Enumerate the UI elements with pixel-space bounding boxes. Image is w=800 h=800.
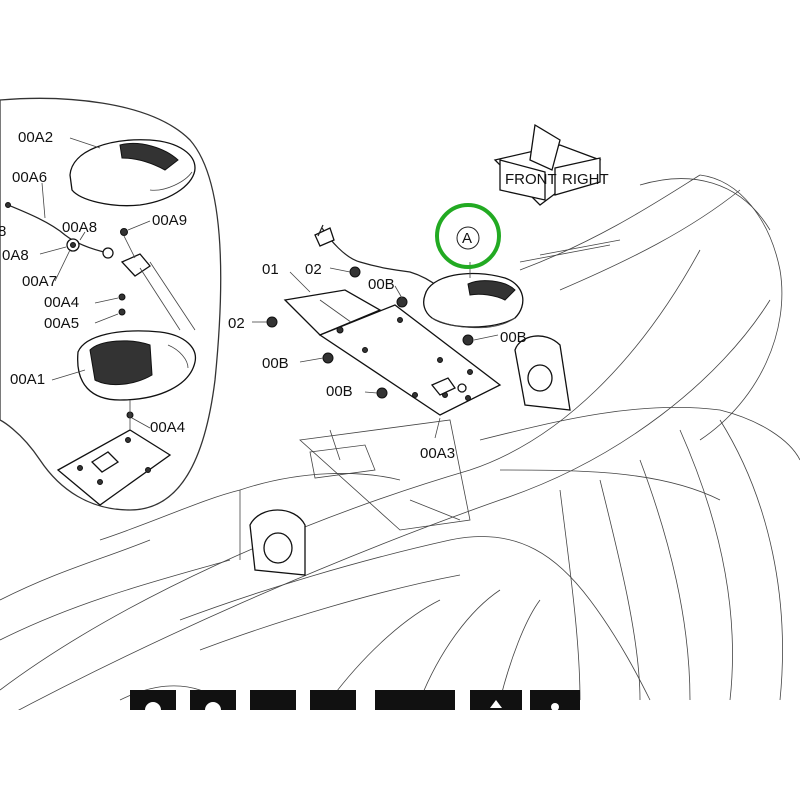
label-00a2: 00A2 [18,129,53,146]
footer-icon-strip [130,690,580,718]
label-00b-top: 00B [368,276,395,293]
direction-text-right: RIGHT [562,171,609,188]
label-00a6: 00A6 [12,169,47,186]
main-plate-assembly [266,224,524,416]
label-02-left: 02 [228,315,245,332]
label-01: 01 [262,261,279,278]
direction-marker: FRONT RIGHT [493,123,609,206]
bolt-02-left [266,316,278,328]
bolt-00b-right [462,334,474,346]
footer-icon-5 [375,690,455,710]
callout-a-letter: A [462,230,472,247]
label-00a7: 00A7 [22,273,57,290]
direction-text-front: FRONT [505,171,557,188]
label-00a1: 00A1 [10,371,45,388]
label-00a4-bottom: 00A4 [150,419,185,436]
footer-icon-7 [530,690,580,710]
label-00b-low: 00B [326,383,353,400]
footer-icon-2 [190,690,236,710]
wire-harness [321,227,441,289]
footer-icon-3 [250,690,296,710]
footer-icon-1 [130,690,176,710]
label-8: 8 [0,223,6,240]
highlight-circle [435,203,501,269]
label-00a4-top: 00A4 [44,294,79,311]
detail-view [0,97,222,511]
main-leaders [252,267,499,439]
label-02-top: 02 [305,261,322,278]
label-00b-mid: 00B [262,355,289,372]
label-00a5: 00A5 [44,315,79,332]
label-00a3: 00A3 [420,445,455,462]
bolt-00b-mid [322,352,334,364]
bolt-02-top [349,266,361,278]
bottom-whitespace [0,710,800,800]
label-0a8-left: 0A8 [2,247,29,264]
bolt-00b-low [376,387,388,399]
label-00a9: 00A9 [152,212,187,229]
bolt-00b-top [396,296,408,308]
label-00a8-top: 00A8 [62,219,97,236]
label-00b-right: 00B [500,329,527,346]
plate-01 [283,289,382,336]
footer-icon-4 [310,690,356,710]
callout-a-marker [456,226,480,250]
